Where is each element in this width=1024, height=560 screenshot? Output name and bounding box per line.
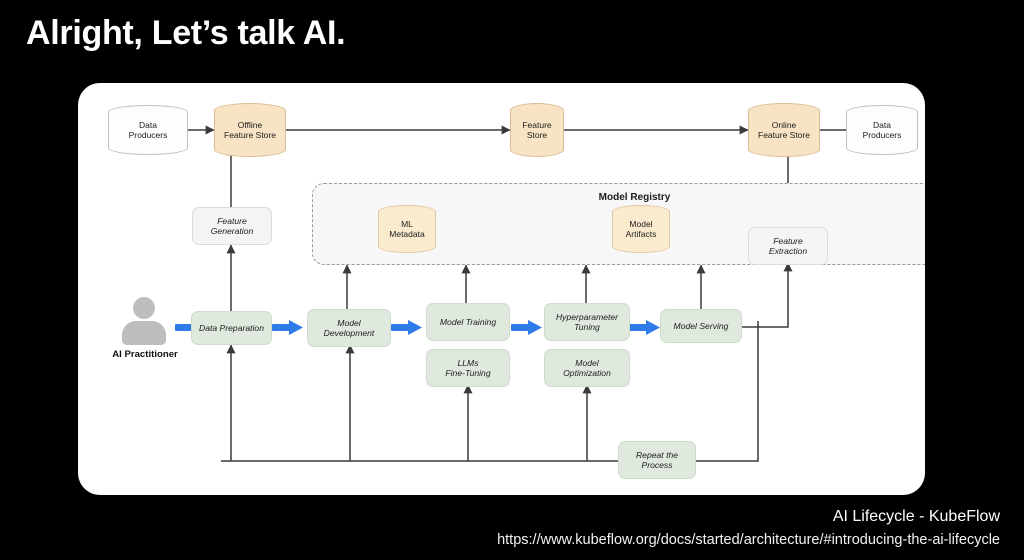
stage-label: LLMs Fine-Tuning xyxy=(445,357,491,378)
stage-label: Repeat the Process xyxy=(635,449,679,470)
node-label: Feature Generation xyxy=(210,215,254,236)
store-label: Online Feature Store xyxy=(758,119,810,140)
node-feature-generation[interactable]: Feature Generation xyxy=(192,207,272,245)
stage-label: Model Training xyxy=(439,316,497,327)
store-label: Offline Feature Store xyxy=(224,119,276,140)
ai-practitioner[interactable] xyxy=(116,295,172,353)
store-feature-store[interactable]: Feature Store xyxy=(510,103,564,157)
stage-label: Model Optimization xyxy=(563,357,611,378)
blue-arrow-dataprep-to-modeldev xyxy=(272,320,303,335)
blue-arrow-training-to-hyperparam xyxy=(511,320,542,335)
stage-llms-fine-tuning[interactable]: LLMs Fine-Tuning xyxy=(426,349,510,387)
stage-label: Hyperparameter Tuning xyxy=(555,311,619,332)
stage-model-serving[interactable]: Model Serving xyxy=(660,309,742,343)
caption-url: https://www.kubeflow.org/docs/started/ar… xyxy=(497,532,1000,548)
stage-model-training[interactable]: Model Training xyxy=(426,303,510,341)
stage-hyperparameter-tuning[interactable]: Hyperparameter Tuning xyxy=(544,303,630,341)
node-label: Feature Extraction xyxy=(768,235,808,256)
stage-label: Model Serving xyxy=(673,320,729,331)
diagram-canvas: Data Producers Offline Feature Store Fea… xyxy=(78,83,925,495)
stage-model-optimization[interactable]: Model Optimization xyxy=(544,349,630,387)
store-label: Data Producers xyxy=(128,119,168,140)
diagram-panel: Data Producers Offline Feature Store Fea… xyxy=(78,83,925,495)
node-feature-extraction[interactable]: Feature Extraction xyxy=(748,227,828,265)
registry-node-label: ML Metadata xyxy=(389,218,425,239)
page-title: Alright, Let’s talk AI. xyxy=(26,14,346,52)
registry-node-label: Model Artifacts xyxy=(625,218,657,239)
stage-repeat-the-process[interactable]: Repeat the Process xyxy=(618,441,696,479)
stage-label: Data Preparation xyxy=(199,322,264,333)
store-label: Feature Store xyxy=(522,119,552,140)
store-online-feature-store[interactable]: Online Feature Store xyxy=(748,103,820,157)
ai-practitioner-label: AI Practitioner xyxy=(112,349,178,360)
stage-data-preparation[interactable]: Data Preparation xyxy=(191,311,272,345)
caption-title: AI Lifecycle - KubeFlow xyxy=(832,508,1000,525)
model-registry-title: Model Registry xyxy=(598,192,671,203)
store-data-producers-left[interactable]: Data Producers xyxy=(108,105,188,155)
registry-node-model-artifacts[interactable]: Model Artifacts xyxy=(612,205,670,253)
stage-label: Model Development xyxy=(323,317,375,338)
blue-arrow-modeldev-to-training xyxy=(391,320,422,335)
blue-arrow-hyperparam-to-serving xyxy=(629,320,660,335)
person-icon-head xyxy=(133,297,155,319)
store-offline-feature-store[interactable]: Offline Feature Store xyxy=(214,103,286,157)
person-icon-body xyxy=(122,321,166,345)
stage-model-development[interactable]: Model Development xyxy=(307,309,391,347)
store-data-producers-right[interactable]: Data Producers xyxy=(846,105,918,155)
store-label: Data Producers xyxy=(862,119,902,140)
registry-node-ml-metadata[interactable]: ML Metadata xyxy=(378,205,436,253)
